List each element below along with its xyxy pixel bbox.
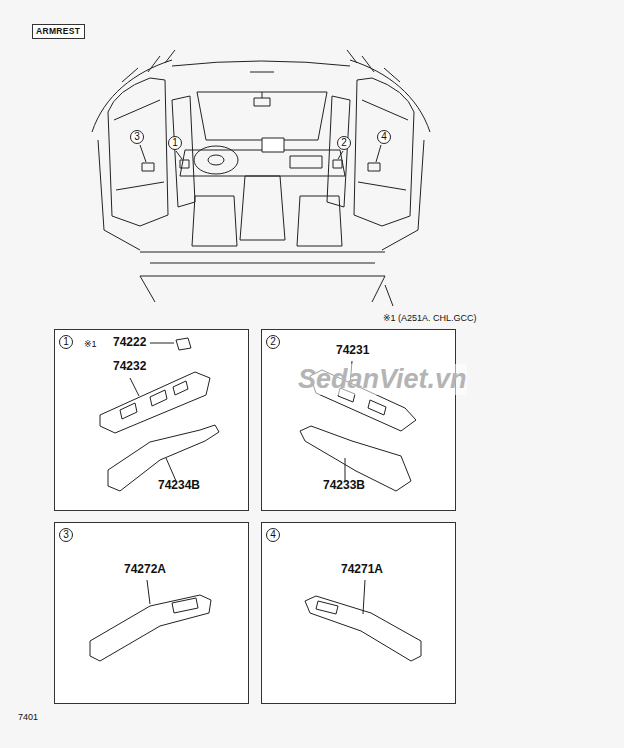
leader-line xyxy=(363,580,365,614)
switch-button xyxy=(316,601,338,614)
section-tag: ARMREST xyxy=(32,24,85,39)
switch-button xyxy=(120,381,188,419)
roof-detail xyxy=(122,50,175,82)
callout-circle: 3 xyxy=(59,528,73,542)
callout-circle: 1 xyxy=(168,136,182,150)
roof-arc xyxy=(92,60,172,132)
rear-mirror xyxy=(254,98,270,106)
steering-hub xyxy=(208,155,224,165)
display xyxy=(262,138,284,152)
windshield xyxy=(197,92,327,140)
callout-number: 3 xyxy=(63,530,69,540)
switch-base xyxy=(100,372,210,433)
part-panel: 74272A 3 xyxy=(54,522,249,704)
door-line xyxy=(114,100,164,190)
callout-circle: 4 xyxy=(377,130,391,144)
pillar xyxy=(172,96,195,207)
panel-ground xyxy=(261,329,456,511)
panel-ground xyxy=(54,329,249,511)
part-panel: 74271A 4 xyxy=(261,522,456,704)
callout-number: 4 xyxy=(381,132,387,142)
console xyxy=(240,176,285,240)
option-note: ※1 (A251A. CHL.GCC) xyxy=(383,313,477,323)
panel-ground xyxy=(54,522,249,704)
roof-mark xyxy=(250,72,274,73)
mirror-stem xyxy=(262,92,263,98)
callout-number: 3 xyxy=(134,132,140,142)
callout-number: 2 xyxy=(270,337,276,347)
callout-circle: 4 xyxy=(266,528,280,542)
door-trim xyxy=(108,78,168,226)
roof-line xyxy=(172,61,350,66)
callout-number: 4 xyxy=(270,530,276,540)
part-number: 74232 xyxy=(113,360,146,374)
part-number: ※1 xyxy=(84,339,97,349)
part-panel: ※1 74222 74232 74234B 1 xyxy=(54,329,249,511)
part-number: 74233B xyxy=(323,479,365,493)
door-side xyxy=(92,50,195,250)
callout-number: 2 xyxy=(341,138,347,148)
callout-circle: 1 xyxy=(59,335,73,349)
part-number: 74231 xyxy=(336,344,369,358)
window-switch xyxy=(142,163,154,171)
page-code: 7401 xyxy=(18,712,38,722)
callout-number: 1 xyxy=(63,337,69,347)
steering-wheel xyxy=(194,146,238,174)
callout-number: 1 xyxy=(172,138,178,148)
part-number: 74272A xyxy=(124,563,166,577)
callout-circle: 2 xyxy=(266,335,280,349)
callout-circle: 3 xyxy=(130,130,144,144)
callout-circle: 2 xyxy=(337,136,351,150)
part-number: 74222 xyxy=(113,336,146,350)
part-number: 74271A xyxy=(341,563,383,577)
note-leader xyxy=(385,285,393,306)
door-side xyxy=(327,50,430,250)
floor xyxy=(140,252,385,302)
switch-cap xyxy=(176,338,191,350)
section-name: ARMREST xyxy=(36,26,81,37)
switch-button xyxy=(172,598,198,613)
glove-box xyxy=(290,156,322,168)
armrest-pad xyxy=(90,595,211,661)
part-number: 74234B xyxy=(158,479,200,493)
door-edge xyxy=(98,140,140,250)
seat xyxy=(192,196,342,246)
watermark: SedanViet.vn xyxy=(298,364,467,395)
panel-ground xyxy=(261,522,456,704)
leader-line xyxy=(147,580,150,604)
part-panel: 74231 74233B 2 xyxy=(261,329,456,511)
